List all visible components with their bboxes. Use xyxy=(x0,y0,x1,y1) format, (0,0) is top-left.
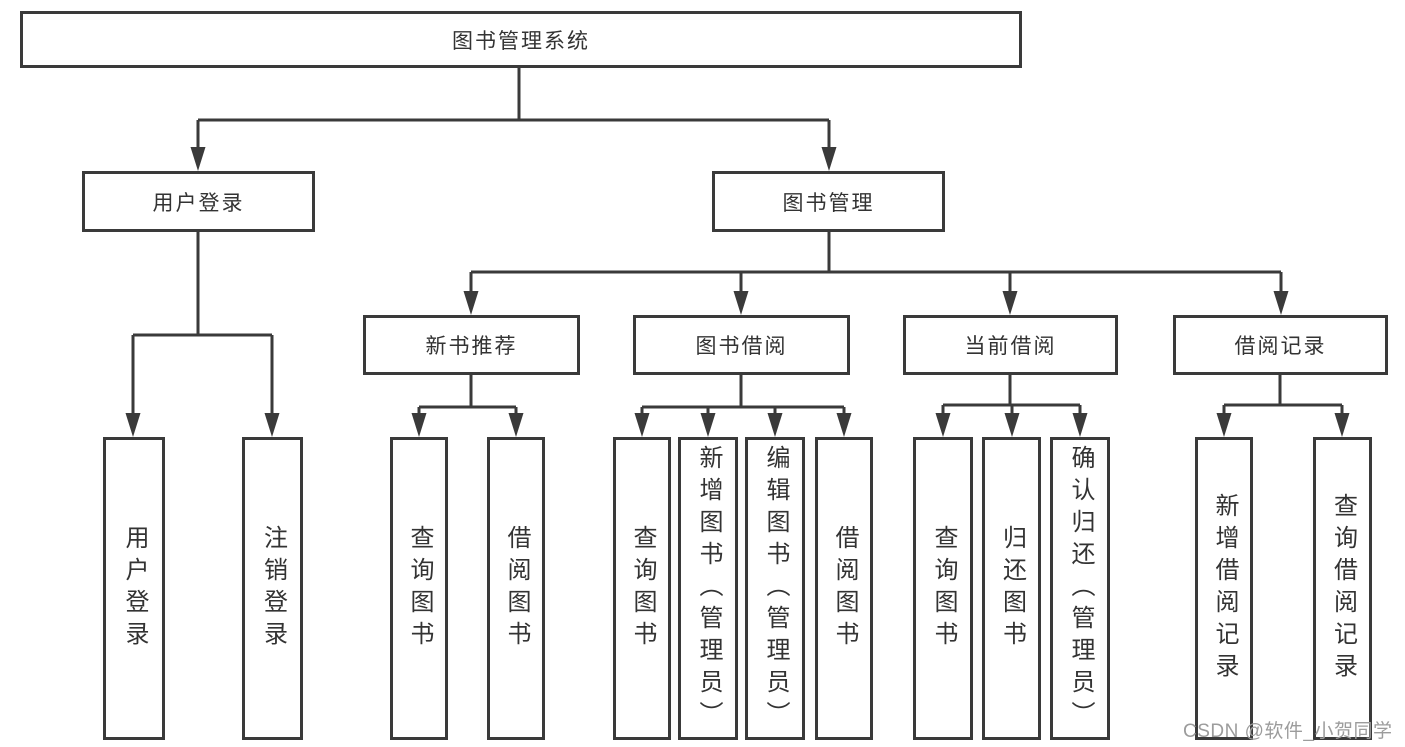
node-label: 图书管理系统 xyxy=(452,29,590,53)
connector-user-login-to-leaves xyxy=(125,232,280,437)
node-book-management: 图书管理 xyxy=(712,171,945,232)
leaf-label: 新增图书（管理员） xyxy=(695,444,722,733)
node-borrow-records: 借阅记录 xyxy=(1173,315,1388,375)
arrowhead xyxy=(463,291,479,315)
leaf-label: 查询借阅记录 xyxy=(1329,492,1357,685)
arrowhead xyxy=(1216,413,1232,437)
leaf-return-book: 归还图书 xyxy=(982,437,1041,740)
node-current-borrow: 当前借阅 xyxy=(903,315,1118,375)
leaf-query-book-current: 查询图书 xyxy=(913,437,973,740)
leaf-add-book-admin: 新增图书（管理员） xyxy=(678,437,738,740)
leaf-label: 查询图书 xyxy=(930,524,957,653)
arrowhead xyxy=(1002,291,1018,315)
leaf-add-borrow-record: 新增借阅记录 xyxy=(1195,437,1253,740)
connector-book-borrow-to-leaves xyxy=(634,375,852,437)
leaf-label: 新增借阅记录 xyxy=(1211,492,1238,685)
node-root-library-system: 图书管理系统 xyxy=(20,11,1022,68)
node-label: 用户登录 xyxy=(152,191,245,215)
connector-book-mgmt-to-level3 xyxy=(463,232,1289,315)
connector-root-to-level2 xyxy=(190,66,837,171)
leaf-query-book-borrow: 查询图书 xyxy=(613,437,671,740)
leaf-borrow-book-recommend: 借阅图书 xyxy=(487,437,545,740)
csdn-watermark: CSDN @软件_小贺同学 xyxy=(1183,721,1393,742)
arrowhead xyxy=(767,413,783,437)
arrowhead xyxy=(125,413,141,437)
arrowhead xyxy=(508,413,524,437)
node-label: 新书推荐 xyxy=(425,335,518,358)
leaf-label: 查询图书 xyxy=(629,524,656,653)
leaf-label: 确认归还（管理员） xyxy=(1067,444,1094,733)
arrowhead xyxy=(1273,291,1289,315)
connector-new-book-rec-to-leaves xyxy=(411,375,524,437)
node-label: 当前借阅 xyxy=(964,335,1057,358)
leaf-borrow-book: 借阅图书 xyxy=(815,437,873,740)
arrowhead xyxy=(1004,413,1020,437)
leaf-user-login: 用户登录 xyxy=(103,437,165,740)
arrowhead xyxy=(700,413,716,437)
leaf-label: 借阅图书 xyxy=(503,524,530,653)
arrowhead xyxy=(836,413,852,437)
connector-current-borrow-to-leaves xyxy=(935,375,1088,437)
node-label: 图书管理 xyxy=(782,191,875,215)
node-book-borrow: 图书借阅 xyxy=(633,315,850,375)
leaf-label: 注销登录 xyxy=(259,524,287,653)
leaf-edit-book-admin: 编辑图书（管理员） xyxy=(745,437,805,740)
arrowhead xyxy=(190,147,206,171)
node-new-book-recommend: 新书推荐 xyxy=(363,315,580,375)
leaf-logout: 注销登录 xyxy=(242,437,303,740)
arrowhead xyxy=(935,413,951,437)
arrowhead xyxy=(1334,413,1350,437)
node-label: 图书借阅 xyxy=(695,335,788,358)
leaf-label: 借阅图书 xyxy=(831,524,858,653)
node-user-login: 用户登录 xyxy=(82,171,315,232)
connector-borrow-records-to-leaves xyxy=(1216,375,1350,437)
leaf-label: 查询图书 xyxy=(406,524,433,653)
arrowhead xyxy=(634,413,650,437)
leaf-query-book-recommend: 查询图书 xyxy=(390,437,448,740)
arrowhead xyxy=(411,413,427,437)
leaf-label: 用户登录 xyxy=(121,524,148,653)
node-label: 借阅记录 xyxy=(1234,335,1327,358)
arrowhead xyxy=(821,147,837,171)
leaf-query-borrow-record: 查询借阅记录 xyxy=(1313,437,1372,740)
leaf-label: 归还图书 xyxy=(998,524,1026,653)
arrowhead xyxy=(733,291,749,315)
arrowhead xyxy=(1072,413,1088,437)
arrowhead xyxy=(264,413,280,437)
leaf-label: 编辑图书（管理员） xyxy=(762,444,789,733)
leaf-confirm-return-admin: 确认归还（管理员） xyxy=(1050,437,1110,740)
